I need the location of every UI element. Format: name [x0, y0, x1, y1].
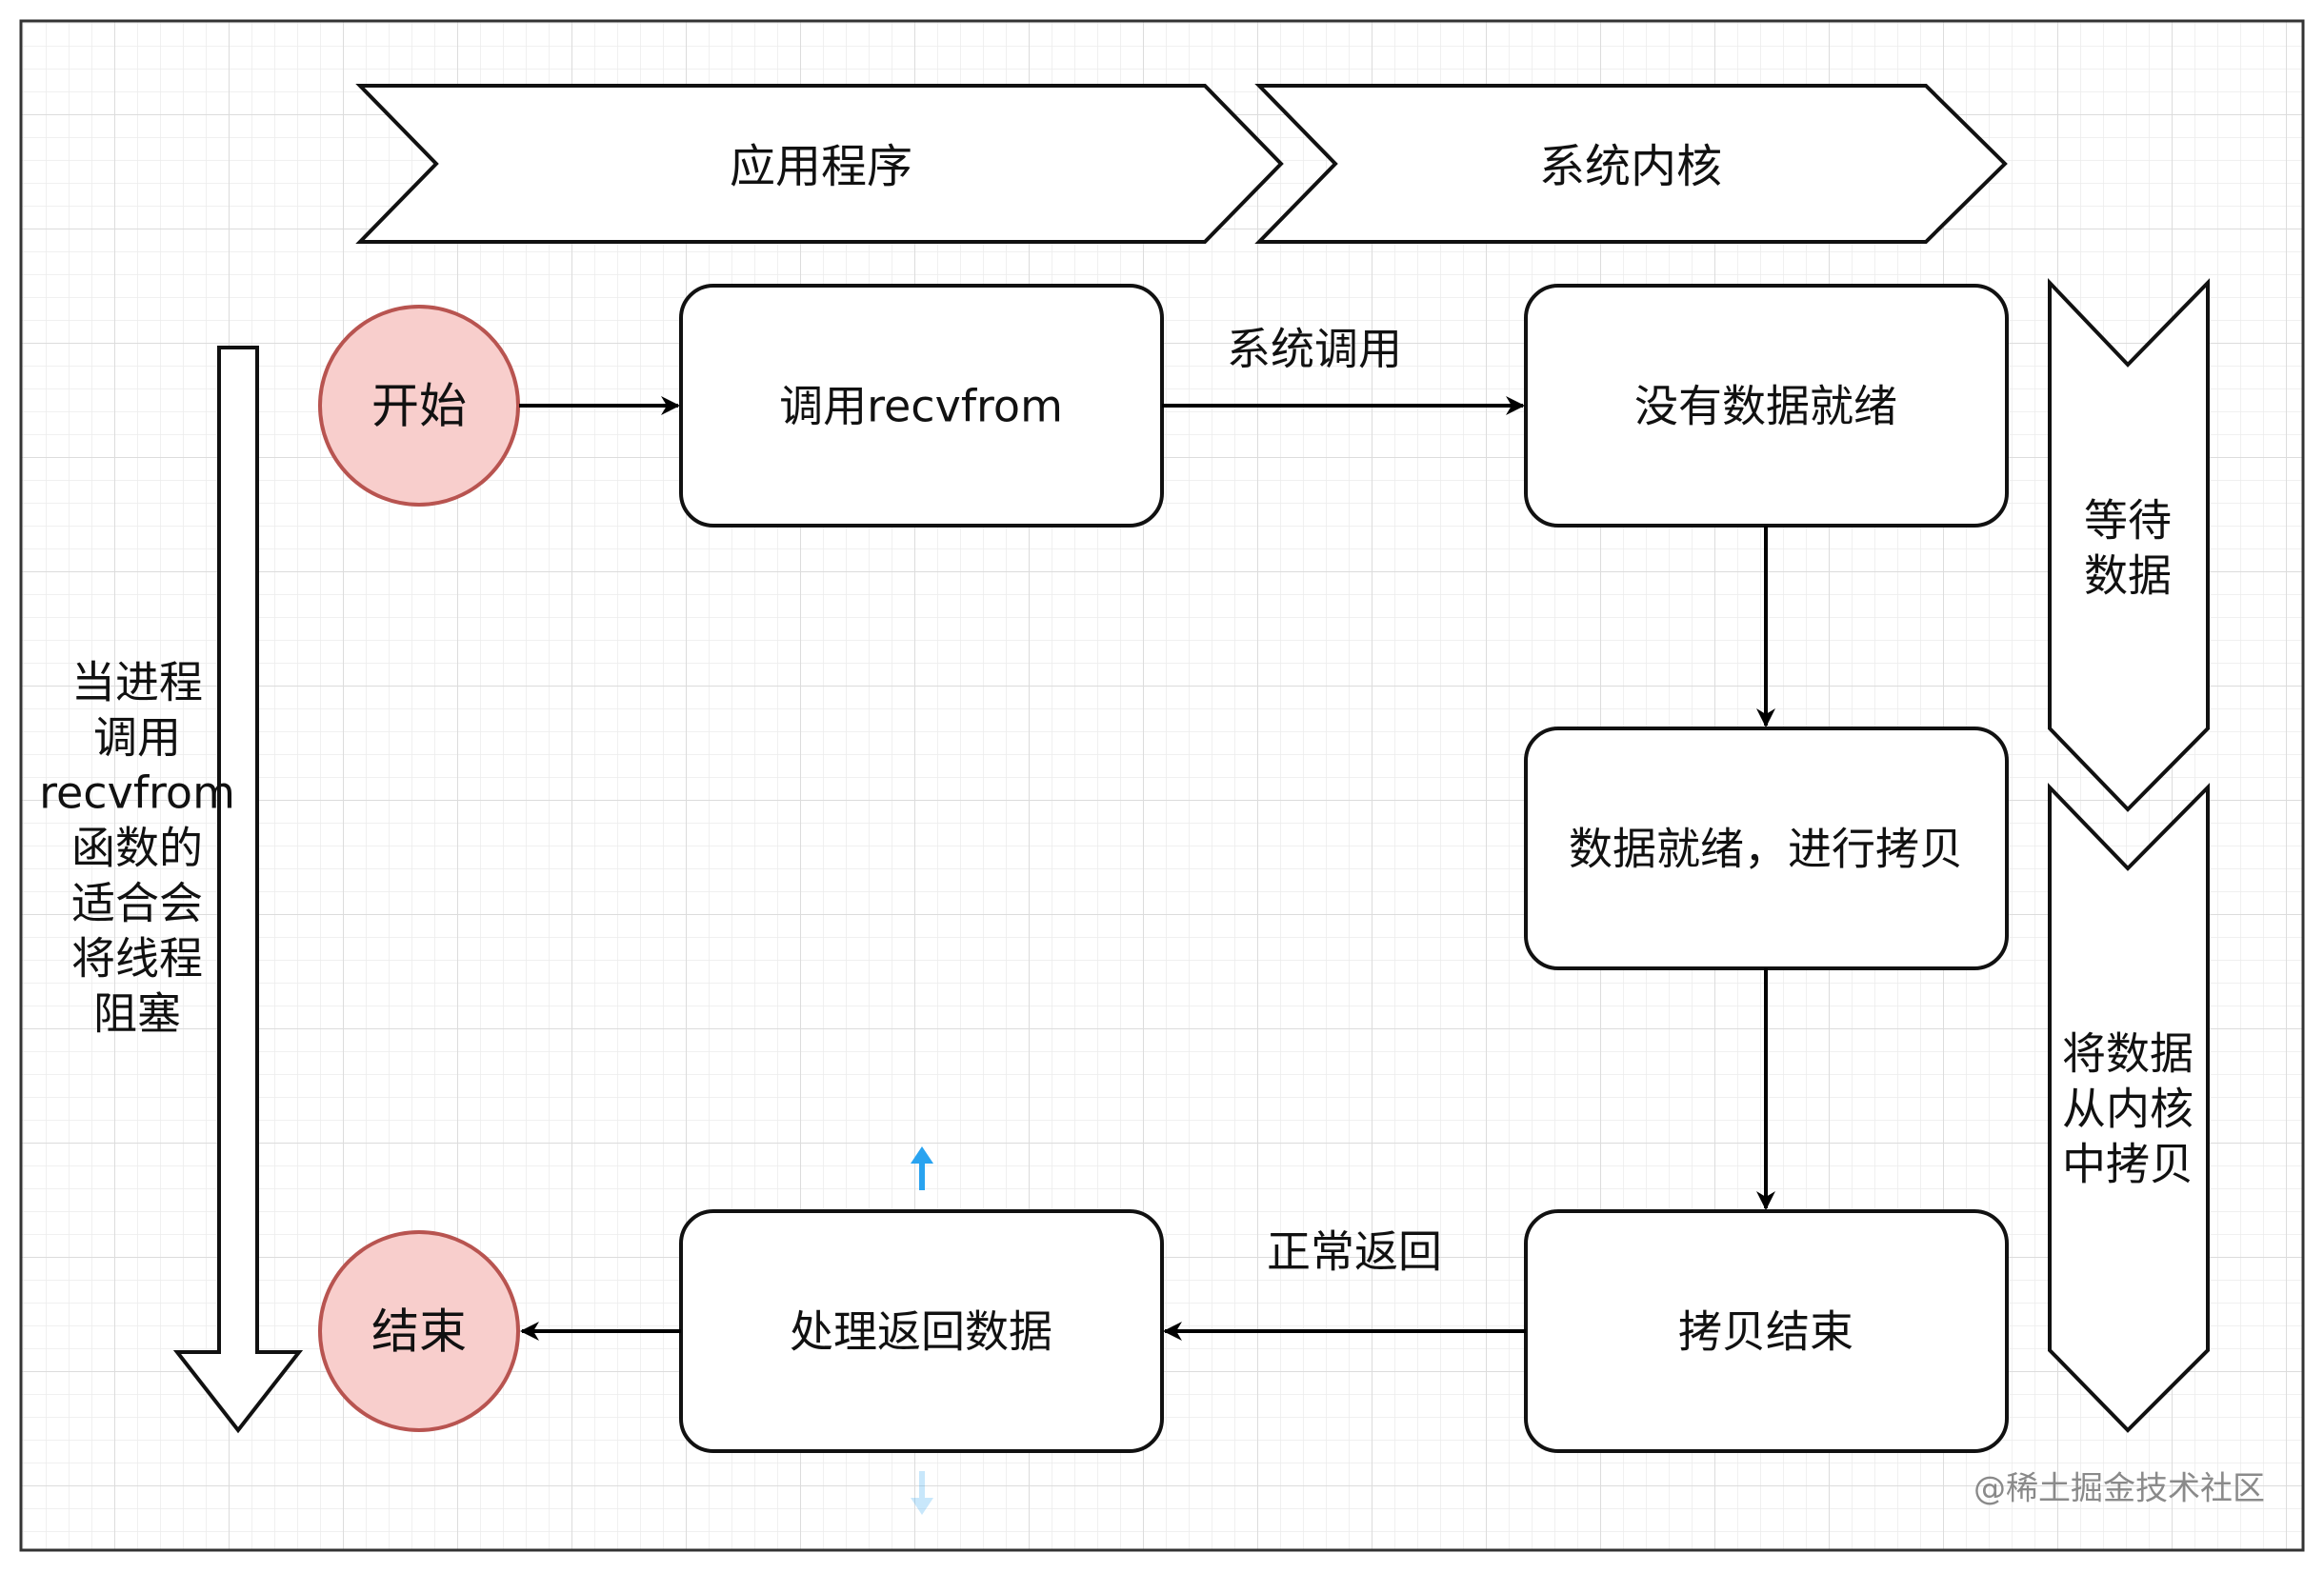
node-end-label: 结束 [371, 1304, 467, 1360]
phase-copy-line-3: 中拷贝 [2062, 1139, 2194, 1190]
lane-kernel[interactable]: 系统内核 [1254, 84, 2008, 244]
node-copy-done-label: 拷贝结束 [1678, 1306, 1853, 1358]
node-process-return-label: 处理返回数据 [790, 1306, 1052, 1358]
lane-application[interactable]: 应用程序 [355, 84, 1284, 244]
watermark: @稀土掘金技术社区 [1973, 1470, 2265, 1508]
node-start-label: 开始 [371, 379, 467, 434]
edge-normal-return-label: 正常返回 [1267, 1226, 1442, 1278]
blocking-timeline-arrow [172, 346, 304, 1434]
phase-copy-shape [2048, 783, 2210, 1433]
lane-kernel-label: 系统内核 [1539, 140, 1722, 193]
lane-application-label: 应用程序 [730, 140, 912, 193]
lane-kernel-shape [1254, 84, 2008, 244]
lane-application-shape [355, 84, 1284, 244]
node-process-return[interactable]: 处理返回数据 [679, 1209, 1164, 1453]
node-call-recvfrom-label: 调用recvfrom [779, 381, 1063, 432]
side-note-line-1: 当进程 [71, 657, 203, 708]
side-note-line-4: 函数的 [71, 823, 203, 874]
connection-hint-up[interactable] [911, 1146, 933, 1190]
node-start[interactable]: 开始 [318, 305, 520, 507]
node-start-circle [318, 305, 520, 507]
node-call-recvfrom[interactable]: 调用recvfrom [679, 284, 1164, 528]
phase-copy-line-1: 将数据 [2062, 1028, 2194, 1080]
phase-wait-data-line-1: 等待 [2084, 495, 2172, 547]
node-no-data-ready-label: 没有数据就绪 [1634, 381, 1897, 432]
phase-wait-data-shape [2048, 278, 2210, 812]
node-data-ready-copy[interactable]: 数据就绪，进行拷贝 [1524, 727, 2009, 970]
phase-copy-line-2: 从内核 [2062, 1084, 2194, 1135]
phase-copy-from-kernel[interactable]: 将数据 从内核 中拷贝 [2048, 783, 2210, 1433]
node-end-circle [318, 1230, 520, 1432]
edge-system-call-label: 系统调用 [1227, 324, 1402, 375]
side-note-line-7: 阻塞 [93, 988, 181, 1040]
phase-wait-data-line-2: 数据 [2084, 550, 2172, 602]
side-note: 当进程 调用 recvfrom 函数的 适合会 将线程 阻塞 [39, 657, 235, 1040]
side-note-line-2: 调用 [93, 712, 181, 764]
node-copy-done[interactable]: 拷贝结束 [1524, 1209, 2009, 1453]
node-end[interactable]: 结束 [318, 1230, 520, 1432]
side-note-line-3: recvfrom [39, 767, 235, 819]
node-no-data-ready[interactable]: 没有数据就绪 [1524, 284, 2009, 528]
side-note-line-6: 将线程 [71, 933, 203, 985]
phase-wait-data[interactable]: 等待 数据 [2048, 278, 2210, 812]
side-note-line-5: 适合会 [71, 878, 203, 929]
connection-hint-down[interactable] [911, 1471, 933, 1515]
node-data-ready-copy-label: 数据就绪，进行拷贝 [1569, 824, 1963, 875]
